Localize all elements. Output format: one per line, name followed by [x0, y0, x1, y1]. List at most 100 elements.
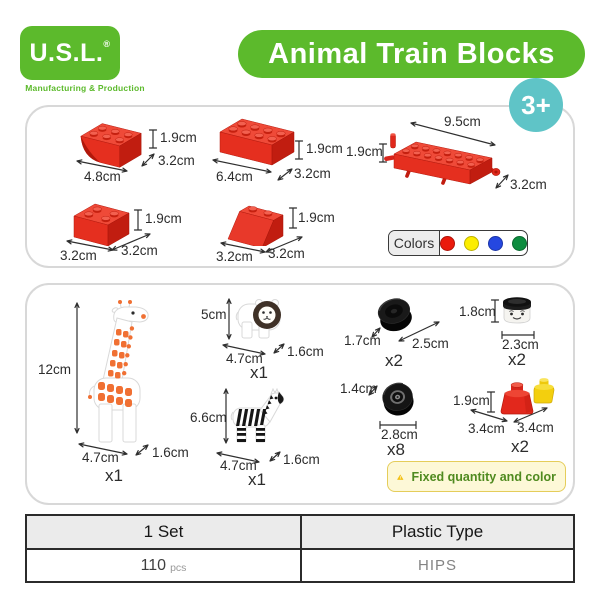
dim-width-label: 4.7cm — [226, 351, 263, 366]
wheel-large-figure — [377, 298, 412, 332]
qty-label: x2 — [508, 350, 526, 369]
title-banner: Animal Train Blocks — [238, 30, 585, 78]
qty-label: x8 — [387, 440, 405, 459]
dim-depth-label: 3.2cm — [158, 153, 195, 168]
dim-width-line — [66, 239, 114, 252]
dim-width-line — [222, 343, 266, 356]
dim-height-label: 5cm — [201, 307, 227, 322]
curve-slope-brick — [80, 123, 142, 168]
dim-depth-label: 3.4cm — [517, 420, 554, 435]
dim-height-line — [294, 140, 304, 160]
logo-text: U.S.L.® — [29, 38, 111, 67]
colors-legend-dots — [440, 231, 527, 255]
spec-header-plastic-type: Plastic Type — [300, 516, 573, 548]
registered-mark-icon: ® — [103, 38, 111, 49]
dim-height-line — [148, 129, 158, 149]
dim-height-label: 12cm — [38, 362, 72, 377]
dim-depth-label: 3.2cm — [510, 177, 547, 192]
wheel-small-figure — [382, 382, 414, 416]
fixed-quantity-note: Fixed quantity and color — [387, 461, 566, 492]
dim-height-line — [226, 298, 232, 340]
color-swatch-yellow — [464, 235, 479, 251]
dim-width-line — [410, 121, 496, 147]
dim-width-label: 4.7cm — [82, 450, 119, 465]
usl-logo: U.S.L.® — [20, 26, 120, 80]
train-base-brick — [384, 133, 501, 185]
quantity-unit: pcs — [170, 562, 187, 574]
dim-diameter-label: 2.5cm — [412, 336, 449, 351]
dim-width-label: 9.5cm — [444, 114, 481, 129]
colors-legend-label: Colors — [389, 231, 440, 255]
dim-depth-line — [269, 451, 281, 462]
dim-depth-line — [273, 343, 285, 354]
dim-width-label: 6.4cm — [216, 169, 253, 184]
lion-figure — [235, 299, 281, 339]
dim-width-line — [212, 158, 272, 174]
dim-depth-line — [141, 153, 155, 167]
qty-label: x1 — [248, 470, 266, 489]
dim-depth-line — [111, 233, 151, 251]
dim-width-label: 4.8cm — [84, 169, 121, 184]
dim-depth-line — [495, 174, 509, 189]
dim-diameter-line — [398, 321, 440, 342]
dim-height-label: 1.9cm — [160, 130, 197, 145]
color-swatch-green — [512, 235, 527, 251]
dim-height-label: 1.4cm — [340, 381, 377, 396]
dim-height-label: 1.9cm — [453, 393, 490, 408]
dim-height-line — [133, 209, 143, 231]
dim-width-line — [470, 408, 508, 423]
colors-legend: Colors — [388, 230, 528, 256]
dim-width-label: 3.4cm — [468, 421, 505, 436]
dim-height-line — [288, 207, 298, 229]
dim-height-line — [223, 388, 229, 444]
age-badge: 3+ — [509, 78, 563, 132]
dim-height-line — [490, 299, 500, 323]
dim-diameter-label: 2.8cm — [381, 427, 418, 442]
dim-diameter-line — [501, 330, 535, 340]
dim-height-label: 1.9cm — [306, 141, 343, 156]
qty-label: x2 — [385, 351, 403, 370]
dim-width-label: 3.2cm — [60, 248, 97, 263]
dim-depth-label: 1.6cm — [287, 344, 324, 359]
rect-brick-2x4 — [219, 118, 295, 166]
dim-depth-label: 3.2cm — [294, 166, 331, 181]
dim-width-line — [78, 442, 128, 456]
dim-width-label: 3.2cm — [216, 249, 253, 264]
dim-diameter-label: 2.3cm — [502, 337, 539, 352]
slope-brick-2x2 — [227, 205, 284, 246]
dim-height-line — [74, 302, 80, 434]
dim-height-label: 1.7cm — [344, 333, 381, 348]
color-swatch-red — [440, 235, 455, 251]
qty-label: x1 — [105, 466, 123, 485]
spec-header-set: 1 Set — [27, 516, 300, 548]
dim-depth-line — [265, 236, 303, 253]
dim-depth-line — [277, 168, 293, 181]
qty-label: x2 — [511, 437, 529, 456]
dim-depth-label: 1.6cm — [283, 452, 320, 467]
note-text: Fixed quantity and color — [411, 469, 556, 484]
dim-height-label: 1.9cm — [346, 144, 383, 159]
dim-diameter-line — [379, 420, 417, 430]
dim-height-label: 1.9cm — [145, 211, 182, 226]
spec-quantity-cell: 110 pcs — [27, 548, 300, 581]
qty-label: x1 — [250, 363, 268, 382]
dim-depth-label: 3.2cm — [268, 246, 305, 261]
dim-height-line — [378, 143, 388, 163]
zebra-figure — [230, 388, 285, 443]
dim-depth-line — [135, 444, 149, 456]
conductor-head-figure — [503, 297, 531, 324]
page-title: Animal Train Blocks — [268, 37, 555, 70]
giraffe-figure — [88, 300, 149, 443]
dim-depth-line — [513, 407, 548, 423]
spec-material-cell: HIPS — [300, 548, 573, 581]
dim-depth-label: 1.6cm — [152, 445, 189, 460]
spec-table: 1 Set Plastic Type 110 pcs HIPS — [25, 514, 575, 583]
dim-height-line — [371, 327, 381, 338]
dim-height-label: 1.9cm — [298, 210, 335, 225]
dim-height-label: 6.6cm — [190, 410, 227, 425]
red-yellow-bricks-figure — [500, 378, 555, 415]
dim-width-label: 4.7cm — [220, 458, 257, 473]
square-brick-2x2 — [73, 203, 130, 246]
logo-tagline: Manufacturing & Production — [25, 83, 145, 93]
